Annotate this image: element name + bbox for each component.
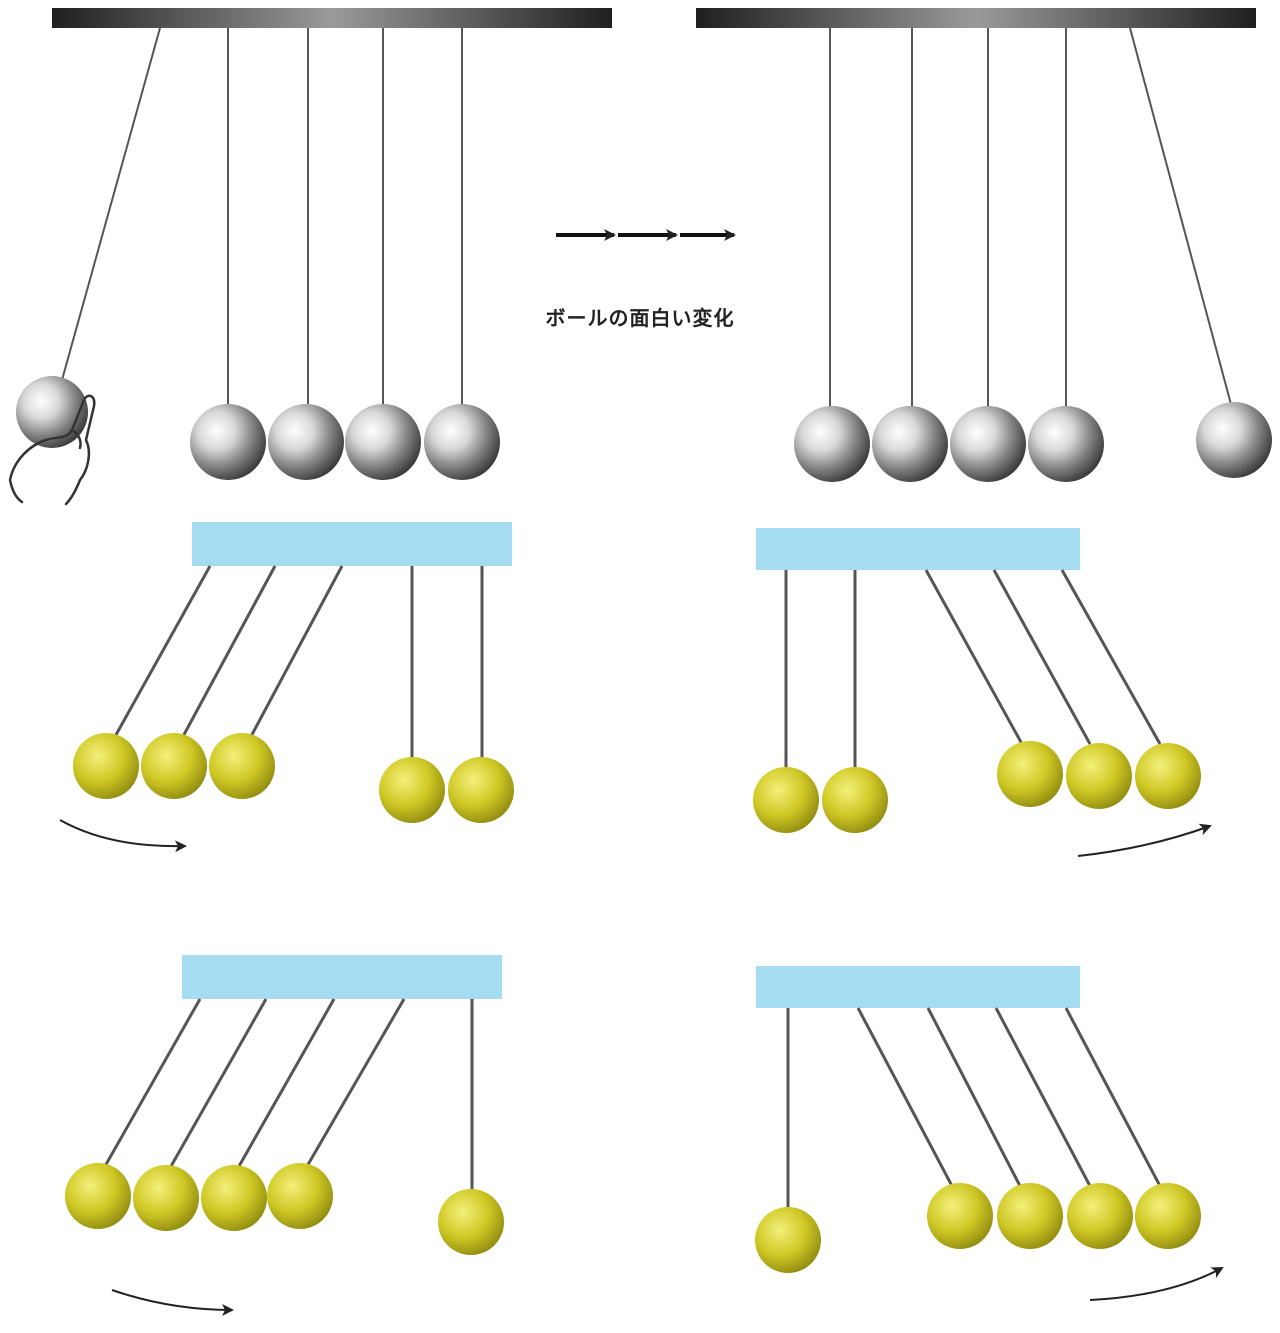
yellow-ball <box>448 757 514 823</box>
steel-ball <box>190 404 266 480</box>
motion-arrow-icon <box>1077 823 1212 857</box>
string <box>1060 569 1162 745</box>
panel-bottom-left <box>65 955 504 1316</box>
steel-ball <box>16 376 88 448</box>
yellow-ball <box>927 1183 993 1249</box>
steel-ball <box>268 404 344 480</box>
string <box>1129 27 1233 409</box>
caption: ボールの面白い変化 <box>545 306 735 330</box>
string <box>168 998 268 1169</box>
yellow-ball <box>65 1163 131 1229</box>
steel-ball <box>872 406 948 482</box>
string <box>246 565 344 743</box>
yellow-ball <box>1067 1183 1133 1249</box>
yellow-ball <box>822 767 888 833</box>
yellow-ball <box>201 1165 267 1231</box>
yellow-ball <box>1066 743 1132 809</box>
blue-bar <box>192 522 512 566</box>
yellow-ball <box>73 733 139 799</box>
yellow-ball <box>1135 743 1201 809</box>
yellow-ball <box>141 733 207 799</box>
yellow-ball <box>997 741 1063 807</box>
string <box>856 1007 954 1187</box>
yellow-ball <box>209 733 275 799</box>
motion-arrow-icon <box>59 819 187 853</box>
yellow-ball <box>997 1183 1063 1249</box>
steel-ball <box>345 404 421 480</box>
hand-icon <box>8 394 96 506</box>
string <box>304 998 406 1169</box>
string <box>1064 1007 1162 1187</box>
string <box>992 569 1092 745</box>
yellow-ball <box>438 1189 504 1255</box>
panel-top-left <box>8 8 612 506</box>
string <box>178 565 277 743</box>
panel-top-right <box>696 8 1272 482</box>
blue-bar <box>756 966 1080 1008</box>
blue-bar <box>182 955 502 999</box>
steel-ball <box>794 406 870 482</box>
panel-bottom-right <box>755 966 1224 1301</box>
motion-arrow-icon <box>111 1289 234 1316</box>
steel-bar <box>696 8 1256 28</box>
string <box>61 27 161 381</box>
steel-ball <box>424 404 500 480</box>
string <box>926 1007 1022 1187</box>
yellow-ball <box>753 767 819 833</box>
motion-arrow-icon <box>1089 1267 1224 1301</box>
yellow-ball <box>1135 1183 1201 1249</box>
panel-middle-right <box>753 528 1212 857</box>
yellow-ball <box>379 757 445 823</box>
string <box>924 569 1024 745</box>
steel-ball <box>950 406 1026 482</box>
yellow-ball <box>133 1165 199 1231</box>
string <box>102 998 202 1169</box>
string <box>994 1007 1092 1187</box>
string <box>110 565 212 743</box>
steel-ball <box>1028 406 1104 482</box>
blue-bar <box>756 528 1080 570</box>
steel-ball <box>1196 402 1272 478</box>
string <box>236 998 336 1169</box>
yellow-ball <box>755 1207 821 1273</box>
steel-bar <box>52 8 612 28</box>
panel-middle-left <box>59 522 514 853</box>
yellow-ball <box>267 1163 333 1229</box>
